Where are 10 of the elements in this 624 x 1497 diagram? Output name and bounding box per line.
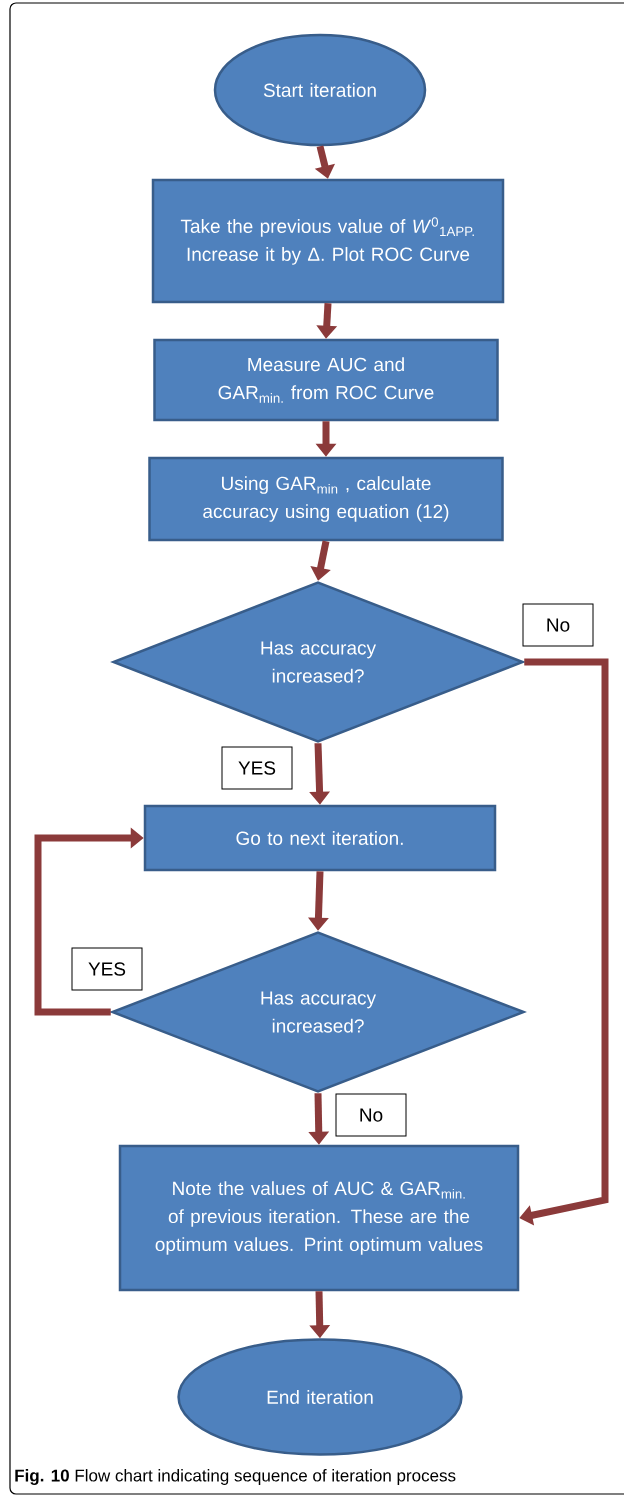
figure-caption: Fig. 10 Flow chart indicating sequence of iteration process (15, 1469, 456, 1485)
process-box: Go to next iteration. (143, 804, 497, 872)
edge-label: YES (71, 947, 143, 991)
edge-label: No (522, 603, 594, 647)
process-box: Take the previous value of W$^{0}$1APP. Increase it by Δ. Plot ROC Curve (151, 178, 505, 304)
edge-label: No (335, 1093, 407, 1137)
process-box: Measure AUC and GAR$_{min.}$ from ROC Curve (153, 338, 499, 422)
process-box: Note the values of AUC & GAR$_{min.}$ of previous iteration. These are the optimum values. Print optimum values (118, 1144, 520, 1292)
edge-label: YES (221, 746, 293, 790)
process-box: Using GAR$_{min}$ , calculate accuracy using equation (12) (148, 456, 504, 542)
